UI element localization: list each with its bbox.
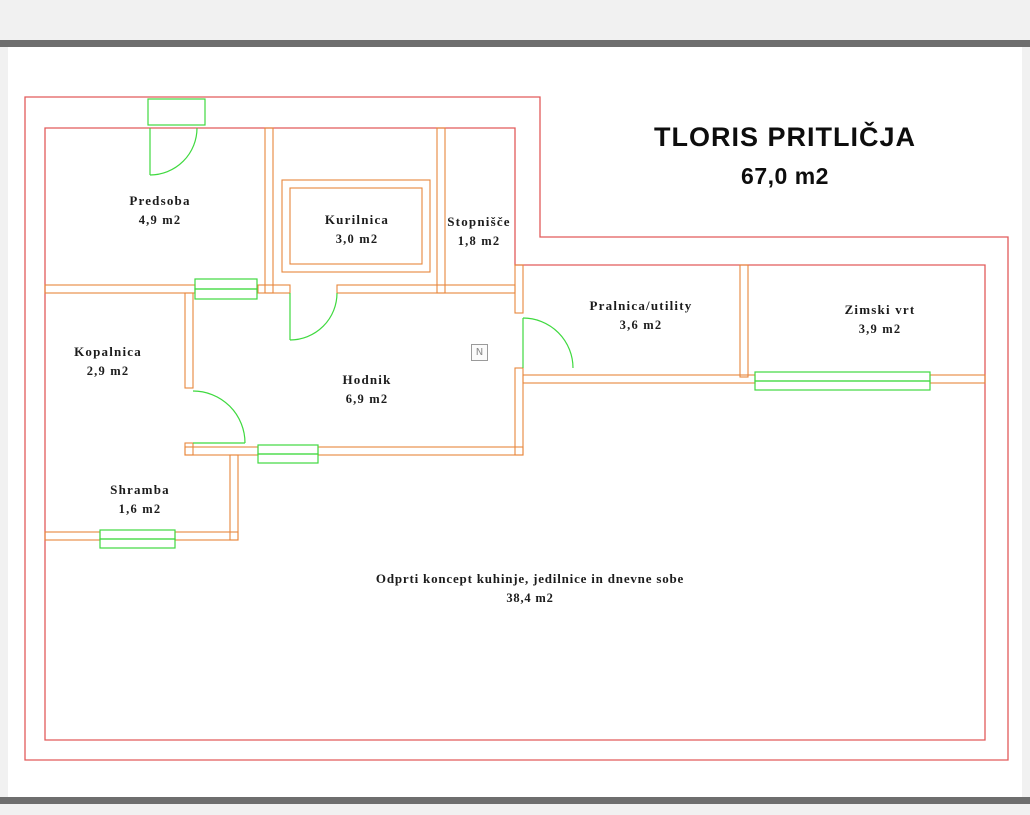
room-name: Kopalnica	[74, 343, 142, 359]
wall-segment	[336, 284, 516, 294]
threshold-box	[257, 444, 319, 455]
wall-segment	[174, 531, 239, 541]
room-label-odprti-koncept: Odprti koncept kuhinje, jedilnice in dne…	[376, 569, 684, 607]
room-area: 3,6 m2	[619, 317, 663, 332]
room-label-shramba: Shramba 1,6 m2	[110, 480, 170, 518]
wall-segment	[184, 446, 259, 456]
pralnica-door	[522, 317, 574, 369]
wall-segment	[522, 374, 756, 384]
room-label-pralnica: Pralnica/utility 3,6 m2	[590, 296, 693, 334]
door-leaf-box	[147, 98, 206, 126]
wall-segment	[514, 264, 524, 314]
room-area: 4,9 m2	[138, 212, 182, 227]
hodnik-open-area-threshold	[257, 444, 319, 464]
room-name: Kurilnica	[324, 211, 390, 227]
wall-segment	[317, 446, 524, 456]
room-area: 6,9 m2	[345, 391, 389, 406]
room-area: 1,6 m2	[118, 501, 162, 516]
window-box	[754, 371, 931, 382]
predsoba-hodnik-threshold	[194, 278, 258, 300]
room-label-predsoba: Predsoba 4,9 m2	[129, 191, 190, 229]
room-name: Stopnišče	[447, 213, 511, 229]
threshold-box	[257, 453, 319, 464]
inner-wall-line	[44, 127, 986, 741]
wall-segment	[44, 284, 196, 294]
wall-segment	[514, 367, 524, 456]
wall-segment	[184, 292, 194, 389]
room-label-kopalnica: Kopalnica 2,9 m2	[74, 342, 142, 380]
outer-wall-line	[24, 96, 1009, 761]
wall-segment	[929, 374, 986, 384]
door-swing-arc	[289, 292, 338, 341]
room-area: 2,9 m2	[86, 363, 130, 378]
wall-segment	[257, 284, 291, 294]
wall-segment	[739, 264, 749, 378]
room-label-kurilnica: Kurilnica 3,0 m2	[325, 210, 389, 248]
wall-segment	[289, 187, 423, 265]
exterior-wall-outline	[24, 96, 1009, 761]
room-name: Odprti koncept kuhinje, jedilnice in dne…	[375, 570, 685, 586]
kurilnica-door	[289, 292, 338, 341]
window-box	[99, 529, 176, 540]
entrance-door	[147, 98, 206, 176]
window-box	[754, 380, 931, 391]
shramba-window	[99, 529, 176, 549]
top-border-bar	[0, 40, 1030, 47]
wall-segment	[229, 454, 239, 541]
plan-title: TLORIS PRITLIČJA	[653, 122, 917, 152]
door-swing-arc	[522, 317, 574, 369]
room-name: Zimski vrt	[844, 301, 916, 317]
room-label-stopnisce: Stopnišče 1,8 m2	[447, 212, 511, 250]
room-name: Predsoba	[129, 192, 191, 208]
window-box	[99, 538, 176, 549]
plan-total-area: 67,0 m2	[741, 163, 829, 189]
wall-segment	[436, 127, 446, 294]
door-swing-arc	[192, 390, 246, 444]
doors-and-windows	[99, 98, 931, 549]
room-area: 3,0 m2	[335, 231, 379, 246]
room-name: Shramba	[110, 481, 170, 497]
room-name: Pralnica/utility	[589, 297, 693, 313]
threshold-box	[194, 288, 258, 300]
room-area: 1,8 m2	[457, 233, 501, 248]
room-label-zimski-vrt: Zimski vrt 3,9 m2	[845, 300, 916, 338]
kopalnica-door	[192, 390, 246, 444]
wall-segment	[44, 531, 101, 541]
north-placeholder-icon: N	[471, 344, 488, 361]
room-name: Hodnik	[342, 371, 392, 387]
wall-segment	[184, 442, 194, 456]
wall-segment	[264, 127, 274, 294]
room-area: 3,9 m2	[858, 321, 902, 336]
zimski-vrt-window	[754, 371, 931, 391]
bottom-border-bar	[0, 797, 1030, 804]
interior-walls	[44, 127, 986, 541]
plan-title-block: TLORIS PRITLIČJA 67,0 m2	[654, 122, 916, 190]
room-area: 38,4 m2	[506, 590, 554, 605]
threshold-box	[194, 278, 258, 290]
wall-segment	[281, 179, 431, 273]
door-swing-arc	[149, 127, 198, 176]
room-label-hodnik: Hodnik 6,9 m2	[342, 370, 391, 408]
